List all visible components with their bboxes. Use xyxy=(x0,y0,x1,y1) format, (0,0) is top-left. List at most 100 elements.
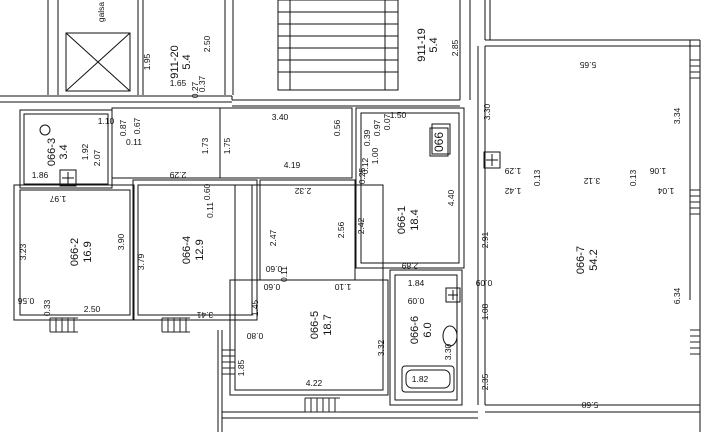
dimension-label: 2.07 xyxy=(92,149,102,166)
dimension-label: 2.50 xyxy=(202,35,212,52)
dimension-label: 1.50 xyxy=(390,110,407,120)
dimension-label: 3.30 xyxy=(482,103,492,120)
room-tag-label: 066 xyxy=(432,132,446,152)
dimension-label: 3.41 xyxy=(196,310,213,320)
dimension-label: 0.80 xyxy=(246,331,263,341)
top-label: galsa xyxy=(96,2,106,23)
dimension-label: 2.50 xyxy=(84,304,101,314)
dimension-label: 4.19 xyxy=(284,160,301,170)
dimension-label: 2.47 xyxy=(268,229,278,246)
dimension-label: 1.00 xyxy=(370,147,380,164)
dimension-label: 2.32 xyxy=(294,186,311,196)
room-area: 18.7 xyxy=(322,314,334,335)
dimension-label: 1.73 xyxy=(200,137,210,154)
dimension-label: 0.09 xyxy=(475,278,492,288)
dimension-label: 1.42 xyxy=(504,186,521,196)
dimension-label: 1.95 xyxy=(142,53,152,70)
dimension-label: 0.11 xyxy=(205,202,215,218)
dimension-label: 1.45 xyxy=(250,299,260,316)
dimension-label: 3.90 xyxy=(116,233,126,250)
dimension-label: 2.29 xyxy=(169,170,186,180)
dimension-label: 3.23 xyxy=(18,243,28,260)
dimension-label: 1.85 xyxy=(236,359,246,376)
dimension-label: 0.60 xyxy=(202,183,212,200)
dimension-label: 0.56 xyxy=(17,296,34,306)
dimension-label: 0.60 xyxy=(263,282,280,292)
room-labels: 911-20 5.4 911-19 5.4 066-3 3.4 066-2 16… xyxy=(46,28,600,344)
dimension-label: 6.34 xyxy=(672,287,682,304)
dimension-label: 0.25 xyxy=(357,167,367,184)
dimension-labels: 2.50 1.95 1.65 0.370.27 2.85 5.65 3.30 3.34 1.10… xyxy=(17,35,682,410)
room-number: 066-6 xyxy=(409,316,421,344)
dimension-label: 5.65 xyxy=(579,60,596,70)
dimension-label: 0.37 xyxy=(197,75,207,92)
dimension-label: 1.08 xyxy=(480,303,490,320)
dimension-label: 4.40 xyxy=(446,189,456,206)
room-number: 911-20 xyxy=(169,45,181,78)
dimension-label: 1.65 xyxy=(170,78,187,88)
room-number: 066-3 xyxy=(46,138,58,166)
dimension-label: 1.06 xyxy=(649,166,666,176)
dimension-label: 0.13 xyxy=(532,169,542,186)
dimension-label: 1.86 xyxy=(32,170,49,180)
room-number: 066-2 xyxy=(69,238,81,266)
dimension-label: 1.10 xyxy=(98,116,115,126)
dimension-label: 5.68 xyxy=(581,400,598,410)
room-area: 5.4 xyxy=(181,54,193,69)
dimension-label: 0.09 xyxy=(407,296,424,306)
dimension-label: 0.33 xyxy=(42,299,52,316)
dimension-label: 0.11 xyxy=(126,137,142,147)
dimension-label: 1.04 xyxy=(657,186,674,196)
dimension-label: 3.12 xyxy=(583,176,600,186)
staircase xyxy=(277,0,399,91)
dimension-label: 2.35 xyxy=(480,373,490,390)
room-area: 6.0 xyxy=(422,322,434,337)
dimension-label: 0.07 xyxy=(382,113,392,130)
dimension-label: 3.79 xyxy=(136,253,146,270)
dimension-label: 1.10 xyxy=(334,282,351,292)
dimension-label: 0.39 xyxy=(362,129,372,146)
room-number: 911-19 xyxy=(416,28,428,61)
dimension-label: 2.85 xyxy=(450,39,460,56)
room-area: 5.4 xyxy=(428,37,440,52)
dimension-label: 1.75 xyxy=(222,137,232,154)
dimension-label: 3.30 xyxy=(443,343,453,360)
room-area: 18.4 xyxy=(409,209,421,230)
room-number: 066-5 xyxy=(309,311,321,339)
dimension-label: 1.82 xyxy=(412,374,429,384)
dimension-label: 3.34 xyxy=(672,107,682,124)
dimension-label: 3.40 xyxy=(272,112,289,122)
dimension-label: 2.89 xyxy=(401,261,418,271)
shaft xyxy=(65,32,131,92)
room-number: 066-7 xyxy=(575,246,587,274)
dimension-label: 0.13 xyxy=(628,169,638,186)
dimension-label: 0.56 xyxy=(332,119,342,136)
dimension-label: 0.87 xyxy=(118,119,128,136)
dimension-label: 2.42 xyxy=(356,217,366,234)
dimension-label: 1.29 xyxy=(504,166,521,176)
dimension-label: 0.12 xyxy=(360,157,370,174)
dimension-label: 0.27 xyxy=(190,81,200,98)
fixtures xyxy=(39,123,501,393)
room-number: 066-1 xyxy=(396,206,408,234)
room-area: 3.4 xyxy=(58,144,70,159)
room-number: 066-4 xyxy=(181,236,193,264)
dimension-label: 3.32 xyxy=(376,339,386,356)
dimension-label: 0.60 xyxy=(265,264,282,274)
dimension-label: 0.97 xyxy=(372,119,382,136)
windows xyxy=(49,59,700,413)
dimension-label: 2.91 xyxy=(480,231,490,248)
room-area: 54.2 xyxy=(588,249,600,270)
dimension-label: 0.11 xyxy=(279,266,289,282)
dimension-label: 2.56 xyxy=(336,221,346,238)
dimension-label: 0.67 xyxy=(132,117,142,134)
room-tag: 066 xyxy=(429,127,449,157)
dimension-label: 1.97 xyxy=(49,194,66,204)
dimension-label: 1.92 xyxy=(80,143,90,160)
dimension-label: 4.22 xyxy=(306,378,323,388)
room-area: 12.9 xyxy=(194,239,206,260)
dimension-label: 1.84 xyxy=(408,278,425,288)
room-area: 16.9 xyxy=(82,241,94,262)
